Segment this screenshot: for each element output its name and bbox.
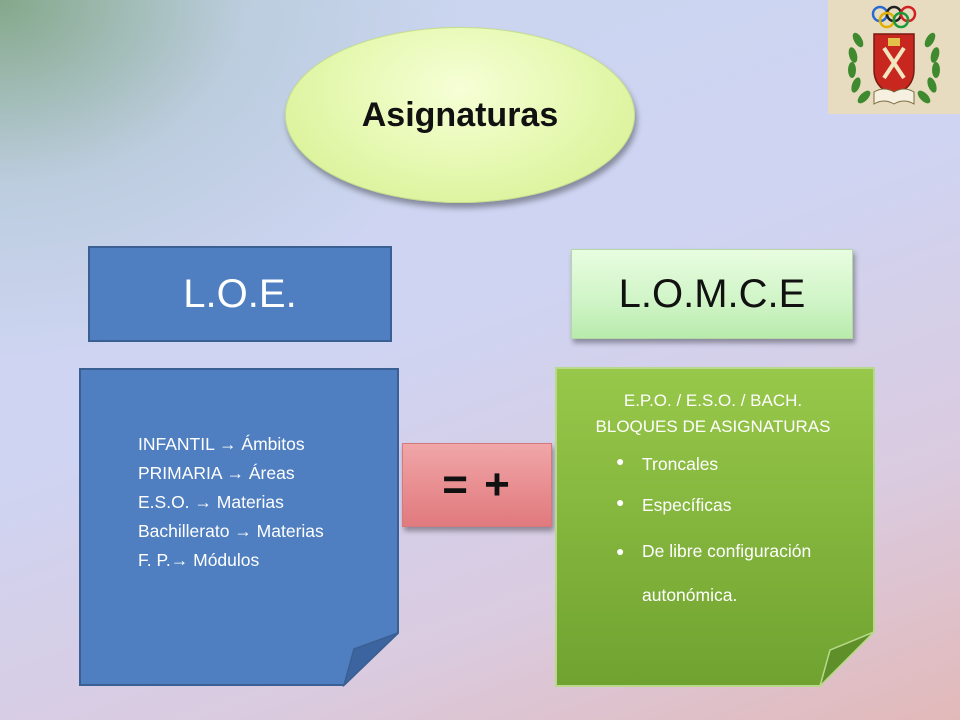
lomce-bullet-text: autonómica. [642,585,738,605]
loe-list-item: PRIMARIA → Áreas [138,463,295,483]
lomce-bullet-text: Troncales [642,454,719,474]
title-text: Asignaturas [361,95,559,134]
lomce-bullet-list: ● Troncales ● Específicas ● De libre con… [612,453,872,610]
school-crest-emblem-icon [828,0,960,114]
loe-list-item: Bachillerato → Materias [138,521,324,541]
lomce-header-box: L.O.M.C.E [571,249,853,339]
bullet-dot-icon: ● [616,543,625,559]
lomce-bullet-text: Específicas [642,495,732,515]
loe-list-item: F. P.→ Módulos [138,550,260,570]
equals-plus-box: = + [402,443,552,527]
lomce-bullet-text: De libre configuración [642,541,812,561]
loe-stage-list: INFANTIL → Ámbitos PRIMARIA → Áreas E.S.… [138,430,388,575]
loe-list-item: INFANTIL → Ámbitos [138,434,305,454]
lomce-bullet-item: ● De libre configuración autonómica. [612,536,872,610]
lomce-heading-line: E.P.O. / E.S.O. / BACH. [623,391,803,410]
title-ellipse: Asignaturas [285,27,635,203]
lomce-note-shape [555,367,875,688]
loe-list-item: E.S.O. → Materias [138,492,284,512]
bullet-dot-icon: ● [616,453,625,469]
bullet-dot-icon: ● [616,494,625,510]
loe-note-shape [79,368,399,687]
equals-plus-label: = + [442,460,512,509]
lomce-bullet-item: ● Troncales [612,453,872,495]
lomce-bullet-item: ● Específicas [612,494,872,536]
lomce-header-label: L.O.M.C.E [618,271,806,316]
loe-header-label: L.O.E. [183,271,297,316]
lomce-note-heading: E.P.O. / E.S.O. / BACH. BLOQUES DE ASIGN… [560,388,866,440]
loe-header-box: L.O.E. [88,246,392,342]
lomce-heading-line: BLOQUES DE ASIGNATURAS [595,417,831,436]
